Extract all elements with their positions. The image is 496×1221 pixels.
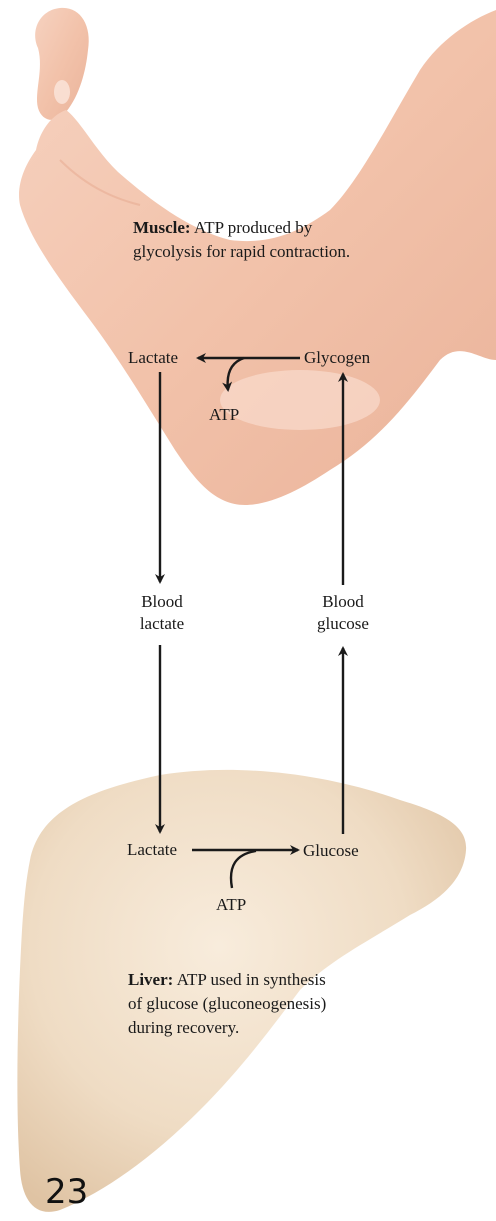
muscle-atp-label: ATP [209, 404, 239, 426]
liver-caption-title: Liver: [128, 970, 173, 989]
liver-caption-line1: ATP used in synthesis [173, 970, 325, 989]
blood-glucose-label: Blood glucose [308, 591, 378, 635]
liver-caption: Liver: ATP used in synthesis of glucose … [128, 968, 326, 1040]
blood-lactate-label: Blood lactate [130, 591, 194, 635]
page-number: 23 [45, 1172, 88, 1212]
blood-glucose-line2: glucose [317, 614, 369, 633]
liver-lactate-label: Lactate [127, 839, 177, 861]
blood-lactate-line2: lactate [140, 614, 184, 633]
liver-glucose-label: Glucose [303, 840, 359, 862]
muscle-caption-title: Muscle: [133, 218, 191, 237]
muscle-glycogen-label: Glycogen [304, 347, 370, 369]
muscle-caption: Muscle: ATP produced by glycolysis for r… [133, 216, 350, 264]
blood-glucose-line1: Blood [322, 592, 364, 611]
liver-caption-line3: during recovery. [128, 1018, 239, 1037]
blood-lactate-line1: Blood [141, 592, 183, 611]
muscle-caption-line1: ATP produced by [191, 218, 313, 237]
liver-atp-label: ATP [216, 894, 246, 916]
muscle-lactate-label: Lactate [128, 347, 178, 369]
liver-caption-line2: of glucose (gluconeogenesis) [128, 994, 326, 1013]
muscle-caption-line2: glycolysis for rapid contraction. [133, 242, 350, 261]
